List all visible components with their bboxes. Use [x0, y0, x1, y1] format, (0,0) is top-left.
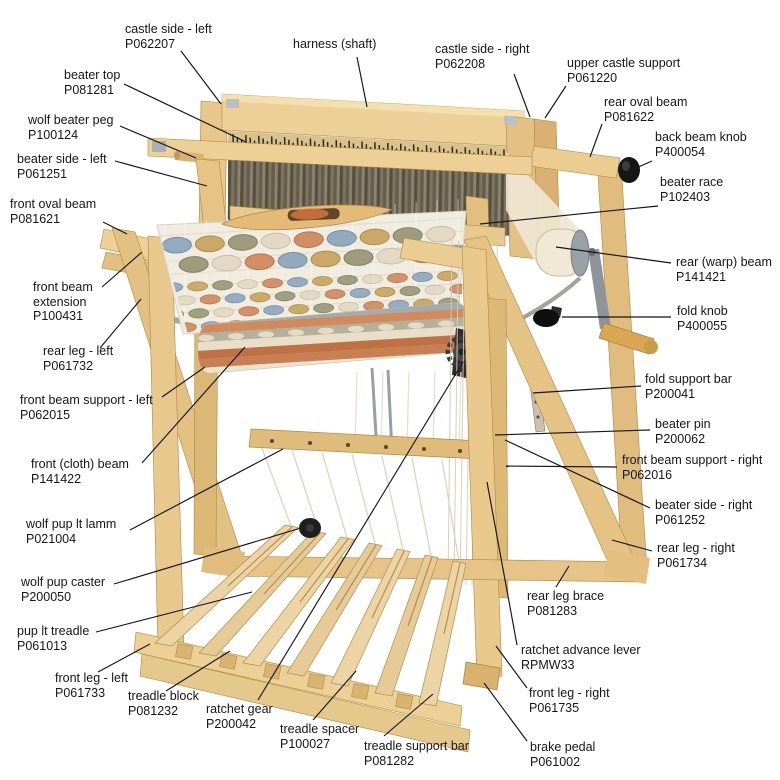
treadle-cords	[261, 371, 462, 563]
fold-knob	[533, 309, 559, 327]
corner-plate-right	[504, 116, 517, 125]
shuttle-sticker	[290, 208, 329, 220]
woven-fabric	[156, 198, 479, 378]
crank-handle	[598, 322, 655, 355]
beater-plate	[152, 141, 166, 152]
crank-arm	[588, 249, 611, 329]
shuttle	[221, 204, 393, 231]
warp-beam-ratchet	[570, 229, 590, 277]
lamm-bar	[248, 428, 482, 460]
rear-assembly	[491, 145, 658, 578]
rear-foot-right	[604, 550, 650, 584]
treadle-support-bar	[139, 653, 471, 753]
rear-foot-left	[201, 546, 245, 578]
treadle-assembly	[133, 518, 501, 753]
back-beam-knob	[618, 157, 640, 183]
beater-top-bar	[147, 137, 533, 176]
part-label-harness-shaft: harness (shaft)	[293, 37, 377, 51]
corner-plate-left	[226, 99, 239, 108]
leader-lines	[95, 50, 672, 742]
treadle-blocks	[175, 643, 414, 710]
brake-pedal	[462, 661, 501, 691]
treadles	[154, 524, 467, 707]
